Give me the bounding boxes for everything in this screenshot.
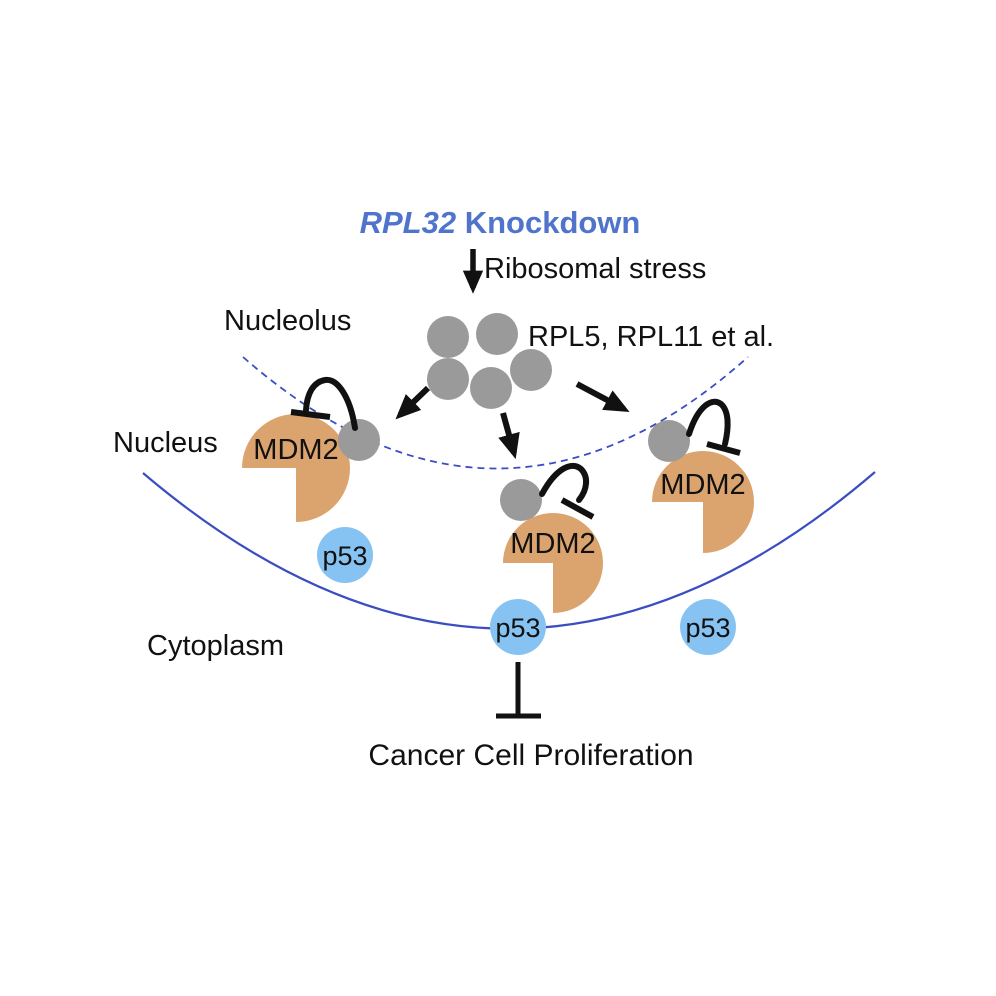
p53-circle [490,599,546,655]
arrow-to-right-mdm2 [575,381,630,412]
inhibition-bar [290,409,331,420]
p53-middle: p53 [490,599,546,655]
cluster-label: RPL5, RPL11 et al. [528,321,774,353]
ribosomal-protein-circle [510,349,552,391]
mdm2-complex-left: MDM2 [242,376,380,522]
mdm2-shape [652,451,754,553]
ribosomal-protein-on-mdm2 [648,420,690,462]
cytoplasm-label: Cytoplasm [147,630,284,662]
ribosomal-protein-circle [470,367,512,409]
mdm2-label: MDM2 [253,434,338,466]
p53-left: p53 [317,527,373,583]
mdm2-shape [503,513,603,613]
p53-label: p53 [685,613,730,643]
inhibition-hook [303,376,358,431]
arrow-to-left-mdm2 [395,385,431,420]
nucleolus-membrane-dashed-line [242,356,749,470]
outcome-label: Cancer Cell Proliferation [368,739,693,772]
p53-label: p53 [322,541,367,571]
stress-label: Ribosomal stress [484,253,706,285]
p53-label: p53 [495,613,540,643]
inhibition-bar [706,441,741,456]
mdm2-complex-middle: MDM2 [500,462,603,613]
p53-circle [317,527,373,583]
ribosomal-protein-cluster [427,313,552,409]
mdm2-label: MDM2 [510,528,595,560]
arrow-to-middle-mdm2 [498,412,520,460]
p53-right: p53 [680,599,736,655]
inhibition-hook [539,462,589,503]
ribosomal-protein-circle [427,316,469,358]
mdm2-shape [242,414,350,522]
inhibition-bar [560,497,595,520]
ribosomal-protein-circle [427,358,469,400]
p53-circle [680,599,736,655]
ribosomal-protein-circle [476,313,518,355]
title-gene-name: RPL32 [360,205,456,240]
nucleus-label: Nucleus [113,427,218,459]
inhibition-hook [686,398,731,447]
ribosomal-protein-on-mdm2 [500,479,542,521]
title-rest: Knockdown [456,205,640,240]
mdm2-label: MDM2 [660,469,745,501]
page-title: RPL32 Knockdown [360,205,641,240]
ribosomal-protein-on-mdm2 [338,419,380,461]
mdm2-complex-right: MDM2 [648,398,754,553]
nucleolus-label: Nucleolus [224,305,351,337]
